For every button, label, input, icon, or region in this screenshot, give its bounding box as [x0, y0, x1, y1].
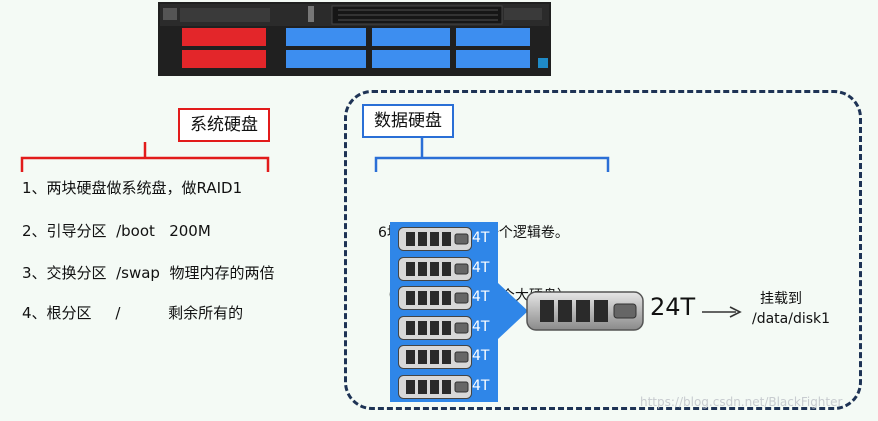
logical-volume-size: 24T [650, 293, 696, 321]
data-disk-bracket [374, 138, 610, 172]
system-disk-label: 系统硬盘 [178, 108, 270, 142]
system-disk-item: 4、根分区 / 剩余所有的 [22, 304, 244, 322]
data-disk-label: 数据硬盘 [362, 104, 454, 138]
physical-disk [398, 257, 472, 281]
server-chassis-graphic [158, 2, 551, 76]
system-disk-bracket [20, 142, 270, 172]
system-disk-item: 3、交换分区 /swap 物理内存的两倍 [22, 264, 275, 282]
system-disk-item: 1、两块硬盘做系统盘，做RAID1 [22, 179, 243, 197]
physical-disk-size: 4T [472, 378, 490, 394]
hard-drive-icon [398, 316, 472, 340]
mount-point: 挂载到 /data/disk1 [752, 289, 830, 329]
mount-point-caption: 挂载到 [760, 291, 802, 307]
logical-volume-disk [526, 291, 644, 331]
hard-drive-icon [398, 227, 472, 251]
system-disk-item: 2、引导分区 /boot 200M [22, 222, 211, 240]
physical-disk [398, 345, 472, 369]
physical-disk-size: 4T [472, 260, 490, 276]
physical-disk [398, 227, 472, 251]
data-disk-panel [344, 90, 862, 410]
physical-disk-stack [390, 222, 498, 402]
hard-drive-icon [398, 375, 472, 399]
physical-disk [398, 286, 472, 310]
physical-disk-size: 4T [472, 230, 490, 246]
physical-disk-size: 4T [472, 348, 490, 364]
watermark: https://blog.csdn.net/BlackFighter [640, 395, 843, 409]
physical-disk-size: 4T [472, 319, 490, 335]
server-image [158, 2, 551, 76]
hard-drive-icon [398, 286, 472, 310]
mount-arrow-icon [702, 306, 742, 318]
merge-arrow-icon [498, 283, 528, 339]
physical-disk [398, 375, 472, 399]
hard-drive-icon [526, 291, 644, 331]
mount-point-path: /data/disk1 [752, 311, 831, 327]
hard-drive-icon [398, 257, 472, 281]
physical-disk [398, 316, 472, 340]
hard-drive-icon [398, 345, 472, 369]
physical-disk-size: 4T [472, 289, 490, 305]
